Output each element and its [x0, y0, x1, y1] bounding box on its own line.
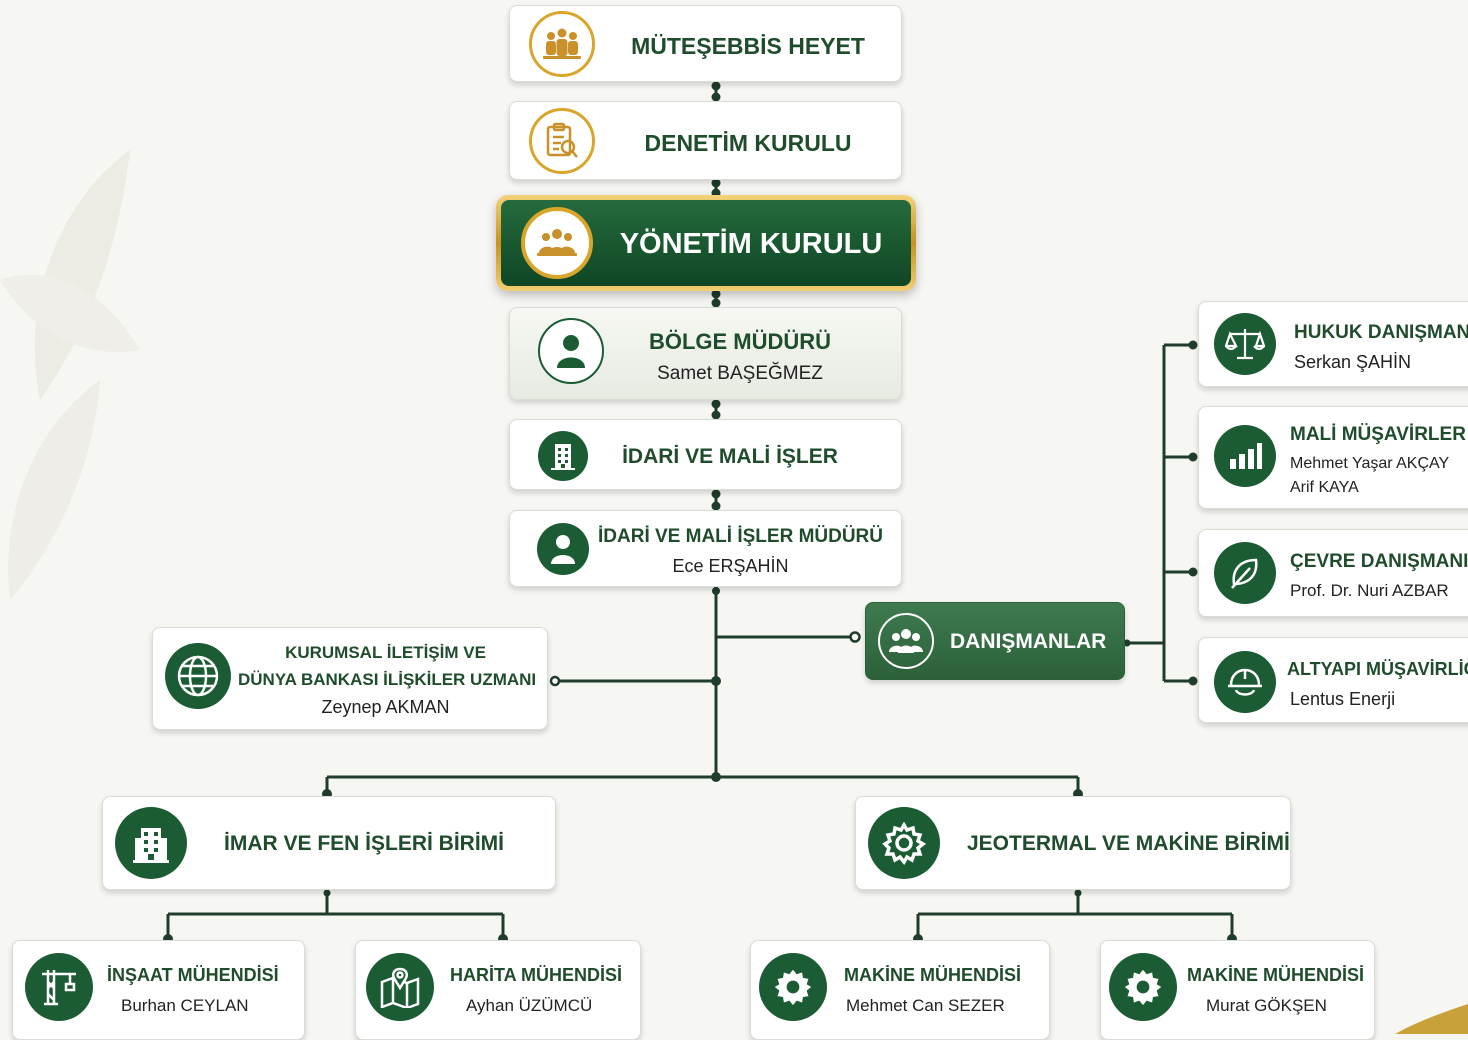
civil-engineer-title: İNŞAAT MÜHENDİSİ	[107, 965, 279, 985]
board-members-icon	[529, 11, 595, 77]
hard-hat-icon	[1214, 651, 1276, 713]
financial-advisors-title: MALİ MÜŞAVİRLER	[1290, 424, 1466, 445]
zoning-unit-title: İMAR VE FEN İŞLERİ BİRİMİ	[224, 832, 505, 855]
regional-manager-title: BÖLGE MÜDÜRÜ	[648, 329, 832, 354]
mechanical-engineer-box-1[interactable]: MAKİNE MÜHENDİSİ Mehmet Can SEZER	[750, 940, 1050, 1040]
financial-advisor-name-2: Arif KAYA	[1290, 479, 1359, 496]
infrastructure-advisory-name: Lentus Enerji	[1290, 689, 1396, 709]
environmental-advisor-name: Prof. Dr. Nuri AZBAR	[1290, 581, 1449, 600]
crane-icon	[25, 953, 93, 1021]
survey-engineer-title: HARİTA MÜHENDİSİ	[450, 965, 622, 985]
civil-engineer-name: Burhan CEYLAN	[121, 996, 249, 1015]
mechanical-engineer-1-title: MAKİNE MÜHENDİSİ	[844, 965, 1022, 985]
leaf-icon	[1214, 542, 1276, 604]
scales-icon	[1214, 313, 1276, 375]
legal-advisor-title: HUKUK DANIŞMANI	[1294, 322, 1468, 343]
infrastructure-advisory-title: ALTYAPI MÜŞAVİRLİĞİ	[1287, 659, 1468, 679]
audit-clipboard-icon	[529, 108, 595, 174]
office-building-icon	[538, 431, 588, 481]
regional-manager-box[interactable]: BÖLGE MÜDÜRÜ Samet BAŞEĞMEZ	[509, 307, 902, 400]
executive-board-title: YÖNETİM KURULU	[619, 228, 883, 260]
civil-engineer-box[interactable]: İNŞAAT MÜHENDİSİ Burhan CEYLAN	[12, 940, 305, 1040]
communications-title-line1: KURUMSAL İLETİŞİM VE	[285, 643, 486, 662]
audit-board-box[interactable]: DENETİM KURULU	[509, 101, 902, 180]
supervisory-board-box[interactable]: MÜTEŞEBBİS HEYET	[509, 5, 902, 82]
gear-icon	[759, 953, 827, 1021]
group-icon	[521, 207, 593, 279]
financial-advisors-box[interactable]: MALİ MÜŞAVİRLER Mehmet Yaşar AKÇAY Arif …	[1198, 406, 1468, 509]
admin-finance-title: İDARİ VE MALİ İŞLER	[622, 445, 838, 468]
person-icon	[538, 318, 604, 384]
environmental-advisor-title: ÇEVRE DANIŞMANI	[1290, 551, 1468, 572]
mechanical-engineer-box-2[interactable]: MAKİNE MÜHENDİSİ Murat GÖKŞEN	[1100, 940, 1375, 1040]
legal-advisor-name: Serkan ŞAHİN	[1294, 352, 1412, 372]
admin-finance-box[interactable]: İDARİ VE MALİ İŞLER	[509, 419, 902, 490]
environmental-advisor-box[interactable]: ÇEVRE DANIŞMANI Prof. Dr. Nuri AZBAR	[1198, 529, 1468, 617]
mechanical-engineer-2-name: Murat GÖKŞEN	[1206, 996, 1327, 1015]
admin-manager-title: İDARİ VE MALİ İŞLER MÜDÜRÜ	[598, 526, 883, 547]
admin-manager-name: Ece ERŞAHİN	[672, 556, 789, 576]
audit-board-title: DENETİM KURULU	[644, 130, 852, 156]
geothermal-unit-title: JEOTERMAL VE MAKİNE BİRİMİ	[967, 832, 1290, 855]
mechanical-engineer-1-name: Mehmet Can SEZER	[846, 996, 1005, 1015]
gear-icon	[868, 807, 940, 879]
executive-board-box[interactable]: YÖNETİM KURULU	[496, 195, 916, 291]
communications-title-line2: DÜNYA BANKASI İLİŞKİLER UZMANI	[238, 670, 537, 689]
supervisory-board-title: MÜTEŞEBBİS HEYET	[631, 33, 865, 59]
advisors-title: DANIŞMANLAR	[950, 630, 1107, 653]
infrastructure-advisory-box[interactable]: ALTYAPI MÜŞAVİRLİĞİ Lentus Enerji	[1198, 637, 1468, 723]
financial-advisor-name-1: Mehmet Yaşar AKÇAY	[1290, 455, 1450, 472]
legal-advisor-box[interactable]: HUKUK DANIŞMANI Serkan ŞAHİN	[1198, 301, 1468, 387]
survey-engineer-box[interactable]: HARİTA MÜHENDİSİ Ayhan ÜZÜMCÜ	[355, 940, 641, 1040]
communications-name: Zeynep AKMAN	[321, 697, 450, 717]
globe-icon	[165, 643, 231, 709]
mechanical-engineer-2-title: MAKİNE MÜHENDİSİ	[1187, 965, 1365, 985]
regional-manager-name: Samet BAŞEĞMEZ	[657, 363, 823, 384]
map-pin-icon	[366, 953, 434, 1021]
gear-icon	[1109, 953, 1177, 1021]
office-building-icon	[115, 807, 187, 879]
admin-manager-box[interactable]: İDARİ VE MALİ İŞLER MÜDÜRÜ Ece ERŞAHİN	[509, 510, 902, 587]
communications-specialist-box[interactable]: KURUMSAL İLETİŞİM VE DÜNYA BANKASI İLİŞK…	[152, 627, 548, 730]
bar-chart-icon	[1214, 425, 1276, 487]
person-icon	[537, 523, 589, 575]
group-icon	[878, 613, 934, 669]
survey-engineer-name: Ayhan ÜZÜMCÜ	[466, 996, 593, 1015]
advisors-box[interactable]: DANIŞMANLAR	[865, 602, 1125, 680]
zoning-unit-box[interactable]: İMAR VE FEN İŞLERİ BİRİMİ	[102, 796, 556, 890]
geothermal-unit-box[interactable]: JEOTERMAL VE MAKİNE BİRİMİ	[855, 796, 1291, 890]
